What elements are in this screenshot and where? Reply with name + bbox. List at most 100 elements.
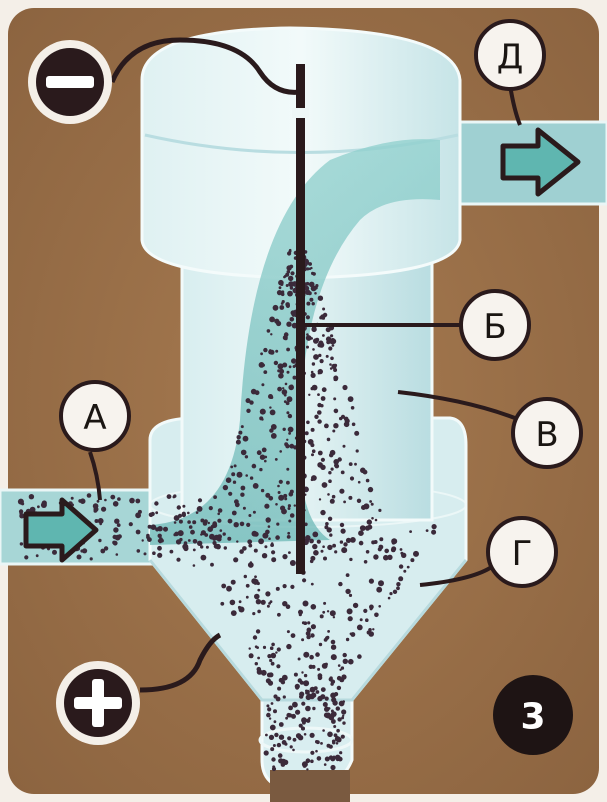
particle [264,460,267,463]
particle [343,445,346,448]
particle [282,387,284,389]
particle [317,393,320,396]
particle [279,722,284,727]
particle [284,400,287,403]
particle [345,589,350,594]
particle [272,767,276,771]
particle [217,513,220,516]
particle [306,346,309,349]
particle [288,281,294,287]
particle [282,554,287,559]
particle [285,444,289,448]
particle [255,662,258,665]
particle [262,448,267,453]
particle [234,464,237,467]
particle [287,532,290,535]
particle [182,505,185,508]
particle [312,449,316,453]
particle [287,396,293,402]
particle [256,629,260,633]
particle [265,591,270,596]
particle [308,439,314,445]
particle [334,409,339,414]
particle [327,610,329,612]
particle [287,371,290,374]
particle [174,515,180,521]
particle [113,527,118,532]
particle [287,736,291,740]
particle [310,733,315,738]
particle [285,383,288,386]
label-g: Г [488,518,556,586]
particle [339,751,342,754]
particle [246,523,250,527]
particle [290,585,294,589]
particle [320,404,323,407]
particle [289,250,292,253]
particle [360,525,366,531]
particle [263,646,266,649]
particle [364,560,368,564]
particle [287,535,291,539]
particle [310,751,314,755]
particle [332,344,335,347]
particle [236,540,238,542]
particle [253,635,257,639]
particle [316,740,320,744]
particle [315,652,320,657]
particle [309,665,313,669]
particle [323,557,327,561]
particle [324,424,329,429]
particle [349,594,352,597]
particle [314,292,317,295]
particle [325,713,331,719]
particle [302,621,305,624]
particle [280,506,285,511]
particle [332,740,336,744]
particle [286,481,290,485]
particle [288,551,291,554]
particle [246,398,251,403]
particle [212,541,216,545]
particle [322,308,325,311]
particle [265,530,270,535]
particle [312,302,315,305]
particle [267,605,270,608]
particle [254,549,258,553]
particle [306,758,311,763]
particle [373,554,378,559]
particle [136,530,141,535]
particle [157,546,162,551]
particle [113,541,118,546]
particle [173,494,176,497]
particle [329,363,332,366]
particle [154,501,158,505]
particle [288,713,292,717]
particle [282,601,287,606]
particle [339,489,344,494]
particle [259,468,262,471]
particle [352,423,356,427]
particle [403,570,406,573]
particle [313,338,319,344]
particle [308,394,310,396]
particle [241,425,244,428]
particle [301,702,305,706]
particle [240,522,245,527]
particle [290,513,295,518]
particle [311,604,317,610]
particle [322,482,328,488]
negative-terminal [28,40,112,124]
particle [290,560,296,566]
particle [278,753,283,758]
particle [306,302,310,306]
particle [144,552,147,555]
particle [332,430,335,433]
particle [294,673,298,677]
particle [329,453,333,457]
particle [236,440,241,445]
particle [324,763,327,766]
label-g-text: Г [512,534,533,574]
particle [266,678,271,683]
figure-number-badge: 3 [493,675,573,755]
